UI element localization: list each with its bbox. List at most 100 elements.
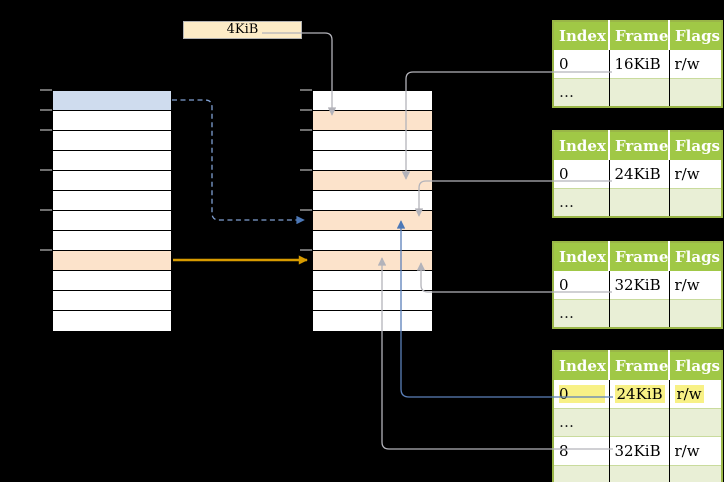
tick-mark	[300, 249, 312, 251]
memory-cell-orange	[313, 111, 432, 131]
flags-cell	[669, 77, 722, 107]
flags-cell: r/w	[669, 436, 722, 465]
frame-cell	[609, 187, 670, 217]
index-cell: …	[553, 187, 610, 217]
memory-cell	[53, 111, 171, 131]
frame-cell	[609, 77, 670, 107]
frame-cell	[609, 298, 670, 328]
flags-cell	[669, 464, 722, 482]
index-cell: 0	[553, 271, 610, 299]
tick-mark	[40, 109, 52, 111]
table-row: 0 16KiB r/w	[553, 50, 722, 78]
flags-cell: r/w	[669, 380, 722, 408]
frame-cell: 24KiB	[609, 380, 670, 408]
flags-cell: r/w	[669, 271, 722, 299]
index-cell: …	[553, 298, 610, 328]
memory-cell-orange	[53, 251, 171, 271]
memory-cell-orange	[313, 211, 432, 231]
frame-cell: 32KiB	[609, 271, 670, 299]
tick-mark	[40, 169, 52, 171]
memory-cell-blue	[53, 91, 171, 111]
highlight: r/w	[674, 384, 704, 403]
highlight: 0	[559, 384, 605, 403]
col-header-flags: Flags	[669, 21, 722, 50]
memory-cell	[313, 151, 432, 171]
memory-cell-orange	[313, 171, 432, 191]
memory-cell	[313, 271, 432, 291]
tick-mark	[300, 129, 312, 131]
table-row-ellipsis: …	[553, 464, 722, 482]
index-cell: 8	[553, 436, 610, 465]
highlight: 24KiB	[614, 384, 665, 403]
tick-mark	[300, 109, 312, 111]
index-cell: 0	[553, 160, 610, 188]
memory-cell-orange	[313, 251, 432, 271]
col-header-flags: Flags	[669, 351, 722, 380]
col-header-index: Index	[553, 242, 610, 271]
memory-cell	[53, 171, 171, 191]
col-header-flags: Flags	[669, 242, 722, 271]
col-header-frame: Frame	[609, 131, 670, 160]
memory-cell	[53, 311, 171, 331]
index-cell: 0	[553, 380, 610, 408]
table-header-row: Index Frame Flags	[553, 351, 722, 380]
col-header-index: Index	[553, 131, 610, 160]
flags-cell	[669, 298, 722, 328]
memory-cell	[313, 131, 432, 151]
col-header-frame: Frame	[609, 21, 670, 50]
tick-mark	[300, 209, 312, 211]
memory-cell	[313, 91, 432, 111]
table-row-ellipsis: …	[553, 298, 722, 328]
memory-cell	[53, 191, 171, 211]
tick-mark	[300, 89, 312, 91]
col-header-frame: Frame	[609, 351, 670, 380]
tick-mark	[40, 129, 52, 131]
frame-cell: 24KiB	[609, 160, 670, 188]
frame-cell	[609, 464, 670, 482]
flags-cell	[669, 407, 722, 437]
page-table-3: Index Frame Flags 0 32KiB r/w …	[552, 241, 723, 329]
memory-cell	[53, 211, 171, 231]
col-header-index: Index	[553, 21, 610, 50]
table-row: 0 24KiB r/w	[553, 160, 722, 188]
flags-cell	[669, 187, 722, 217]
index-cell: 0	[553, 50, 610, 78]
memory-cell	[313, 231, 432, 251]
page-table-4: Index Frame Flags 0 24KiB r/w … 8 32KiB …	[552, 350, 723, 482]
memory-cell	[313, 311, 432, 331]
frame-cell: 32KiB	[609, 436, 670, 465]
table-header-row: Index Frame Flags	[553, 21, 722, 50]
index-cell: …	[553, 464, 610, 482]
table-row: 0 32KiB r/w	[553, 271, 722, 299]
memory-cell	[53, 131, 171, 151]
table-row-ellipsis: …	[553, 187, 722, 217]
page-size-label: 4KiB	[183, 21, 302, 39]
table-row: 8 32KiB r/w	[553, 436, 722, 465]
memory-cell	[53, 151, 171, 171]
physical-memory-column	[312, 90, 433, 331]
table-row-highlighted: 0 24KiB r/w	[553, 380, 722, 408]
flags-cell: r/w	[669, 50, 722, 78]
memory-cell	[313, 191, 432, 211]
col-header-frame: Frame	[609, 242, 670, 271]
page-table-2: Index Frame Flags 0 24KiB r/w …	[552, 130, 723, 218]
table-header-row: Index Frame Flags	[553, 242, 722, 271]
index-cell: …	[553, 407, 610, 437]
col-header-flags: Flags	[669, 131, 722, 160]
frame-cell	[609, 407, 670, 437]
table-row-ellipsis: …	[553, 407, 722, 437]
col-header-index: Index	[553, 351, 610, 380]
tick-mark	[40, 89, 52, 91]
virtual-memory-column	[52, 90, 172, 331]
tick-mark	[40, 249, 52, 251]
memory-cell	[313, 291, 432, 311]
flags-cell: r/w	[669, 160, 722, 188]
virtual-to-physical-dashed-arrow	[172, 99, 305, 225]
page-table-1: Index Frame Flags 0 16KiB r/w …	[552, 20, 723, 108]
frame-cell: 16KiB	[609, 50, 670, 78]
table-row-ellipsis: …	[553, 77, 722, 107]
index-cell: …	[553, 77, 610, 107]
memory-cell	[53, 291, 171, 311]
tick-mark	[40, 209, 52, 211]
